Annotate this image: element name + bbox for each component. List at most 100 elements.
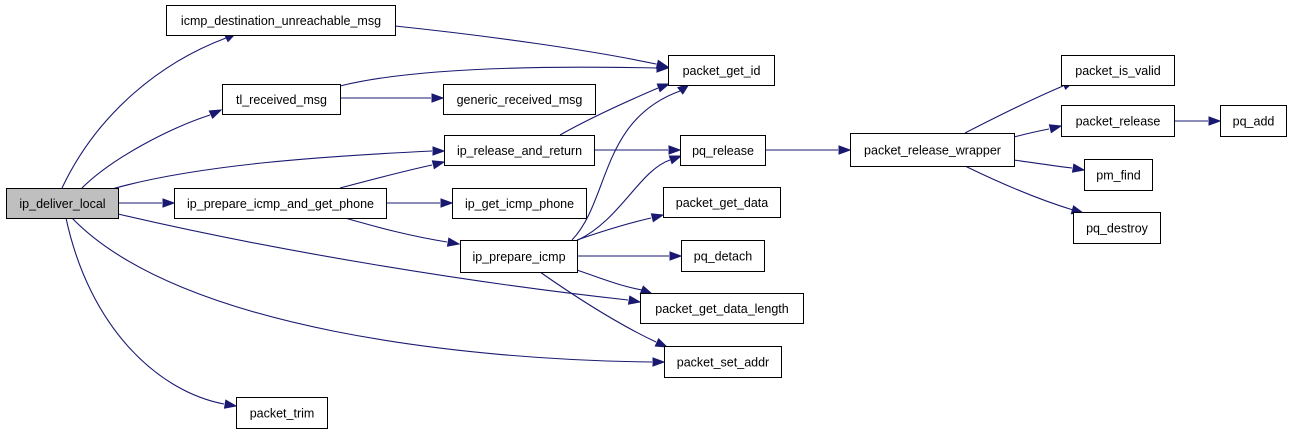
edge-line	[71, 217, 653, 363]
arrowhead	[639, 285, 654, 295]
node-label: packet_get_data_length	[655, 302, 788, 316]
edge-ip_prepare_icmp_and_get_phone-to-ip_get_icmp_phone	[386, 198, 454, 208]
node-label: pq_destroy	[1086, 222, 1149, 236]
arrowhead	[656, 63, 670, 73]
arrowhead	[656, 83, 671, 93]
node-packet-release[interactable]: packet_release	[1061, 105, 1175, 137]
node-box	[6, 188, 119, 219]
node-label: pq_release	[692, 144, 754, 158]
node-ip-release-and-return[interactable]: ip_release_and_return	[444, 135, 595, 166]
edge-line	[1013, 128, 1050, 138]
node-box	[1073, 212, 1161, 244]
arrowhead	[838, 145, 852, 155]
arrowhead	[162, 198, 176, 208]
node-packet-release-wrapper[interactable]: packet_release_wrapper	[850, 133, 1015, 167]
edge-line	[111, 150, 433, 190]
node-pq-detach[interactable]: pq_detach	[681, 240, 765, 272]
arrowhead	[208, 109, 223, 120]
node-box	[640, 293, 804, 324]
edge-ip_deliver_local-to-ip_prepare_icmp_and_get_phone	[118, 198, 176, 208]
edge-line	[394, 25, 657, 65]
node-box	[668, 55, 775, 86]
node-label: icmp_destination_unreachable_msg	[181, 14, 381, 28]
edge-line	[1013, 159, 1073, 169]
node-label: tl_received_msg	[236, 93, 327, 107]
edge-ip_deliver_local-to-packet_set_addr	[71, 217, 666, 367]
node-ip-get-icmp-phone[interactable]: ip_get_icmp_phone	[452, 188, 587, 219]
edge-ip_release_and_return-to-packet_get_id	[559, 83, 671, 136]
node-box	[443, 84, 596, 115]
arrowhead	[668, 155, 683, 165]
arrowhead	[432, 146, 446, 156]
node-tl-received-msg[interactable]: tl_received_msg	[222, 84, 341, 115]
node-ip-prepare-icmp-and-get-phone[interactable]: ip_prepare_icmp_and_get_phone	[174, 188, 387, 219]
edge-ip_release_and_return-to-pq_release	[594, 145, 682, 155]
node-ip-prepare-icmp[interactable]: ip_prepare_icmp	[460, 240, 578, 273]
node-generic-received-msg[interactable]: generic_received_msg	[443, 84, 596, 115]
arrowhead	[668, 145, 682, 155]
node-ip-deliver-local[interactable]: ip_deliver_local	[6, 188, 119, 219]
edge-ip_prepare_icmp-to-pq_detach	[577, 251, 683, 261]
node-packet-trim[interactable]: packet_trim	[236, 397, 328, 429]
node-label: packet_get_data	[676, 196, 768, 210]
node-pq-destroy[interactable]: pq_destroy	[1073, 212, 1161, 244]
node-box	[222, 84, 341, 115]
node-label: ip_get_icmp_phone	[465, 197, 574, 211]
node-pq-add[interactable]: pq_add	[1220, 105, 1287, 137]
edge-line	[339, 66, 657, 87]
edge-ip_deliver_local-to-packet_trim	[65, 217, 238, 409]
node-icmp-destination-unreachable-msg[interactable]: icmp_destination_unreachable_msg	[166, 5, 396, 36]
edge-packet_release_wrapper-to-pm_find	[1013, 159, 1086, 173]
node-label: ip_prepare_icmp_and_get_phone	[187, 197, 374, 211]
node-box	[850, 133, 1015, 167]
node-packet-get-data-length[interactable]: packet_get_data_length	[640, 293, 804, 324]
edge-line	[344, 217, 448, 243]
node-box	[680, 135, 766, 166]
edge-line	[576, 269, 643, 291]
node-layer: ip_deliver_local icmp_destination_unreach…	[6, 5, 1287, 429]
node-pm-find[interactable]: pm_find	[1084, 159, 1153, 191]
edge-tl_received_msg-to-generic_received_msg	[340, 93, 445, 103]
node-box	[681, 240, 765, 272]
node-packet-get-id[interactable]: packet_get_id	[668, 55, 775, 86]
node-box	[460, 240, 578, 273]
node-box	[236, 397, 328, 429]
edge-ip_prepare_icmp_and_get_phone-to-ip_prepare_icmp	[344, 217, 461, 247]
node-label: packet_is_valid	[1075, 64, 1161, 78]
edge-ip_prepare_icmp-to-packet_set_addr	[539, 271, 669, 348]
edge-icmp_destination_unreachable_msg-to-packet_get_id	[394, 25, 670, 69]
node-pq-release[interactable]: pq_release	[680, 135, 766, 166]
arrowhead	[431, 93, 445, 103]
edge-ip_deliver_local-to-packet_get_data_length	[117, 213, 642, 305]
node-label: ip_deliver_local	[19, 197, 105, 211]
edge-line	[65, 217, 225, 405]
node-box	[663, 187, 781, 218]
edge-ip_deliver_local-to-tl_received_msg	[81, 109, 223, 189]
edge-ip_prepare_icmp_and_get_phone-to-ip_release_and_return	[339, 160, 446, 189]
edge-line	[964, 165, 1074, 211]
edge-pq_release-to-packet_release_wrapper	[765, 145, 852, 155]
node-packet-set-addr[interactable]: packet_set_addr	[664, 346, 782, 378]
edge-line	[559, 87, 659, 136]
node-box	[1061, 105, 1175, 137]
node-label: pq_add	[1233, 115, 1275, 129]
edge-line	[576, 217, 652, 241]
node-box	[452, 188, 587, 219]
arrowhead	[223, 399, 238, 409]
node-box	[166, 5, 396, 36]
node-packet-get-data[interactable]: packet_get_data	[663, 187, 781, 218]
edge-line	[539, 271, 657, 343]
node-packet-is-valid[interactable]: packet_is_valid	[1061, 55, 1175, 86]
edge-line	[339, 164, 433, 189]
node-label: packet_set_addr	[677, 356, 769, 370]
node-label: packet_get_id	[683, 64, 761, 78]
edge-packet_release_wrapper-to-packet_release	[1013, 124, 1063, 138]
node-box	[1061, 55, 1175, 86]
arrowhead	[652, 357, 666, 367]
node-box	[444, 135, 595, 166]
edge-ip_prepare_icmp-to-pq_release	[577, 155, 683, 241]
edge-ip_deliver_local-to-ip_release_and_return	[111, 146, 446, 190]
node-label: ip_release_and_return	[457, 144, 582, 158]
arrowhead	[440, 198, 454, 208]
